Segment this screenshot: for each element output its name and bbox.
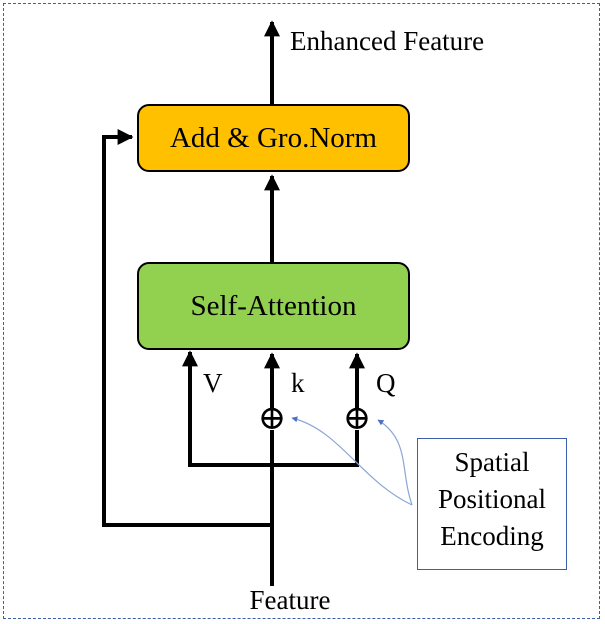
k-label: k [291, 368, 305, 398]
spe-line-2: Positional [437, 484, 546, 514]
self-attention-label: Self-Attention [190, 289, 357, 322]
add-norm-label: Add & Gro.Norm [169, 121, 377, 154]
spe-line-3: Encoding [440, 521, 544, 551]
encoding-arrow-k [291, 416, 413, 506]
residual-line [102, 129, 272, 527]
q-label: Q [376, 368, 396, 398]
dashed-frame [3, 3, 600, 619]
input-label: Feature [250, 585, 331, 615]
branch-line [182, 350, 359, 467]
self-attention-block: Self-Attention [137, 262, 410, 350]
plus-symbol-q: ⊕ [343, 400, 372, 437]
plus-symbol-k: ⊕ [258, 400, 287, 437]
spe-line-1: Spatial [454, 447, 530, 477]
encoding-arrow-q [377, 419, 413, 506]
spatial-positional-encoding-box: Spatial Positional Encoding [417, 438, 567, 570]
v-label: V [203, 368, 223, 398]
add-norm-block: Add & Gro.Norm [137, 104, 410, 172]
output-label: Enhanced Feature [290, 26, 484, 56]
